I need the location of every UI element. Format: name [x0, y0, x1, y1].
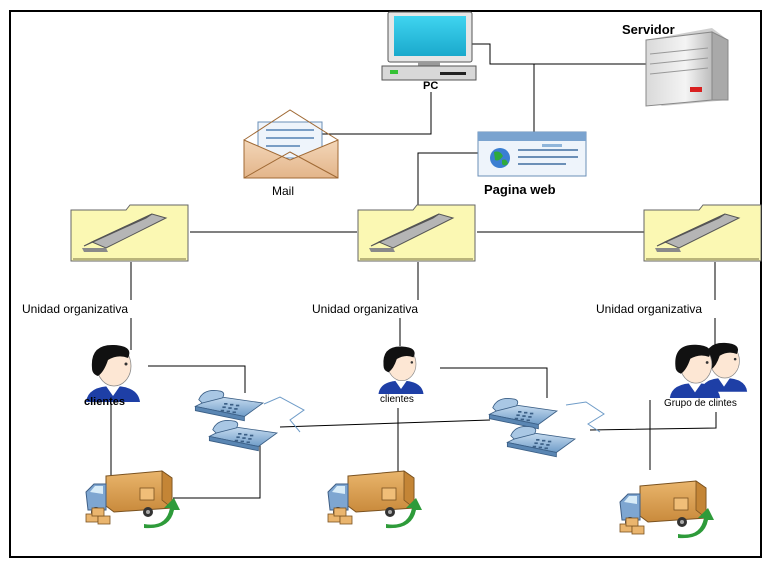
- delivery-truck-icon-mid: [327, 470, 423, 529]
- delivery-truck-icon-left: [85, 470, 181, 529]
- envelope-icon: [243, 109, 339, 179]
- diagram-frame: [9, 10, 762, 558]
- clients-label-mid: clientes: [380, 394, 414, 405]
- delivery-truck-icon-right: [619, 480, 715, 539]
- user-icon-mid: [378, 345, 424, 394]
- server-label: Servidor: [622, 22, 675, 37]
- connectors: [110, 43, 717, 499]
- unit-label-mid: Unidad organizativa: [312, 302, 419, 316]
- telephone-icon-4: [506, 425, 576, 458]
- open-folder-icon-mid: [357, 204, 476, 262]
- pc-label: PC: [423, 80, 439, 92]
- user-icon-left: [85, 344, 141, 402]
- unit-label-right: Unidad organizativa: [596, 302, 703, 316]
- telephone-icon-1: [194, 389, 264, 422]
- clients-label-left: clientes: [84, 396, 125, 408]
- mail-label: Mail: [272, 184, 295, 198]
- open-folder-icon-right: [643, 204, 762, 262]
- web-page-icon: [477, 131, 587, 177]
- desktop-computer-icon: [381, 11, 477, 81]
- clients-group-label: Grupo de clintes: [664, 398, 737, 409]
- user-group-icon: [669, 342, 748, 398]
- web-label: Pagina web: [484, 182, 556, 197]
- server-icon: [645, 28, 729, 107]
- telephone-icon-3: [488, 397, 558, 430]
- open-folder-icon-left: [70, 204, 189, 262]
- unit-label-left: Unidad organizativa: [22, 302, 129, 316]
- telephone-icon-2: [208, 419, 278, 452]
